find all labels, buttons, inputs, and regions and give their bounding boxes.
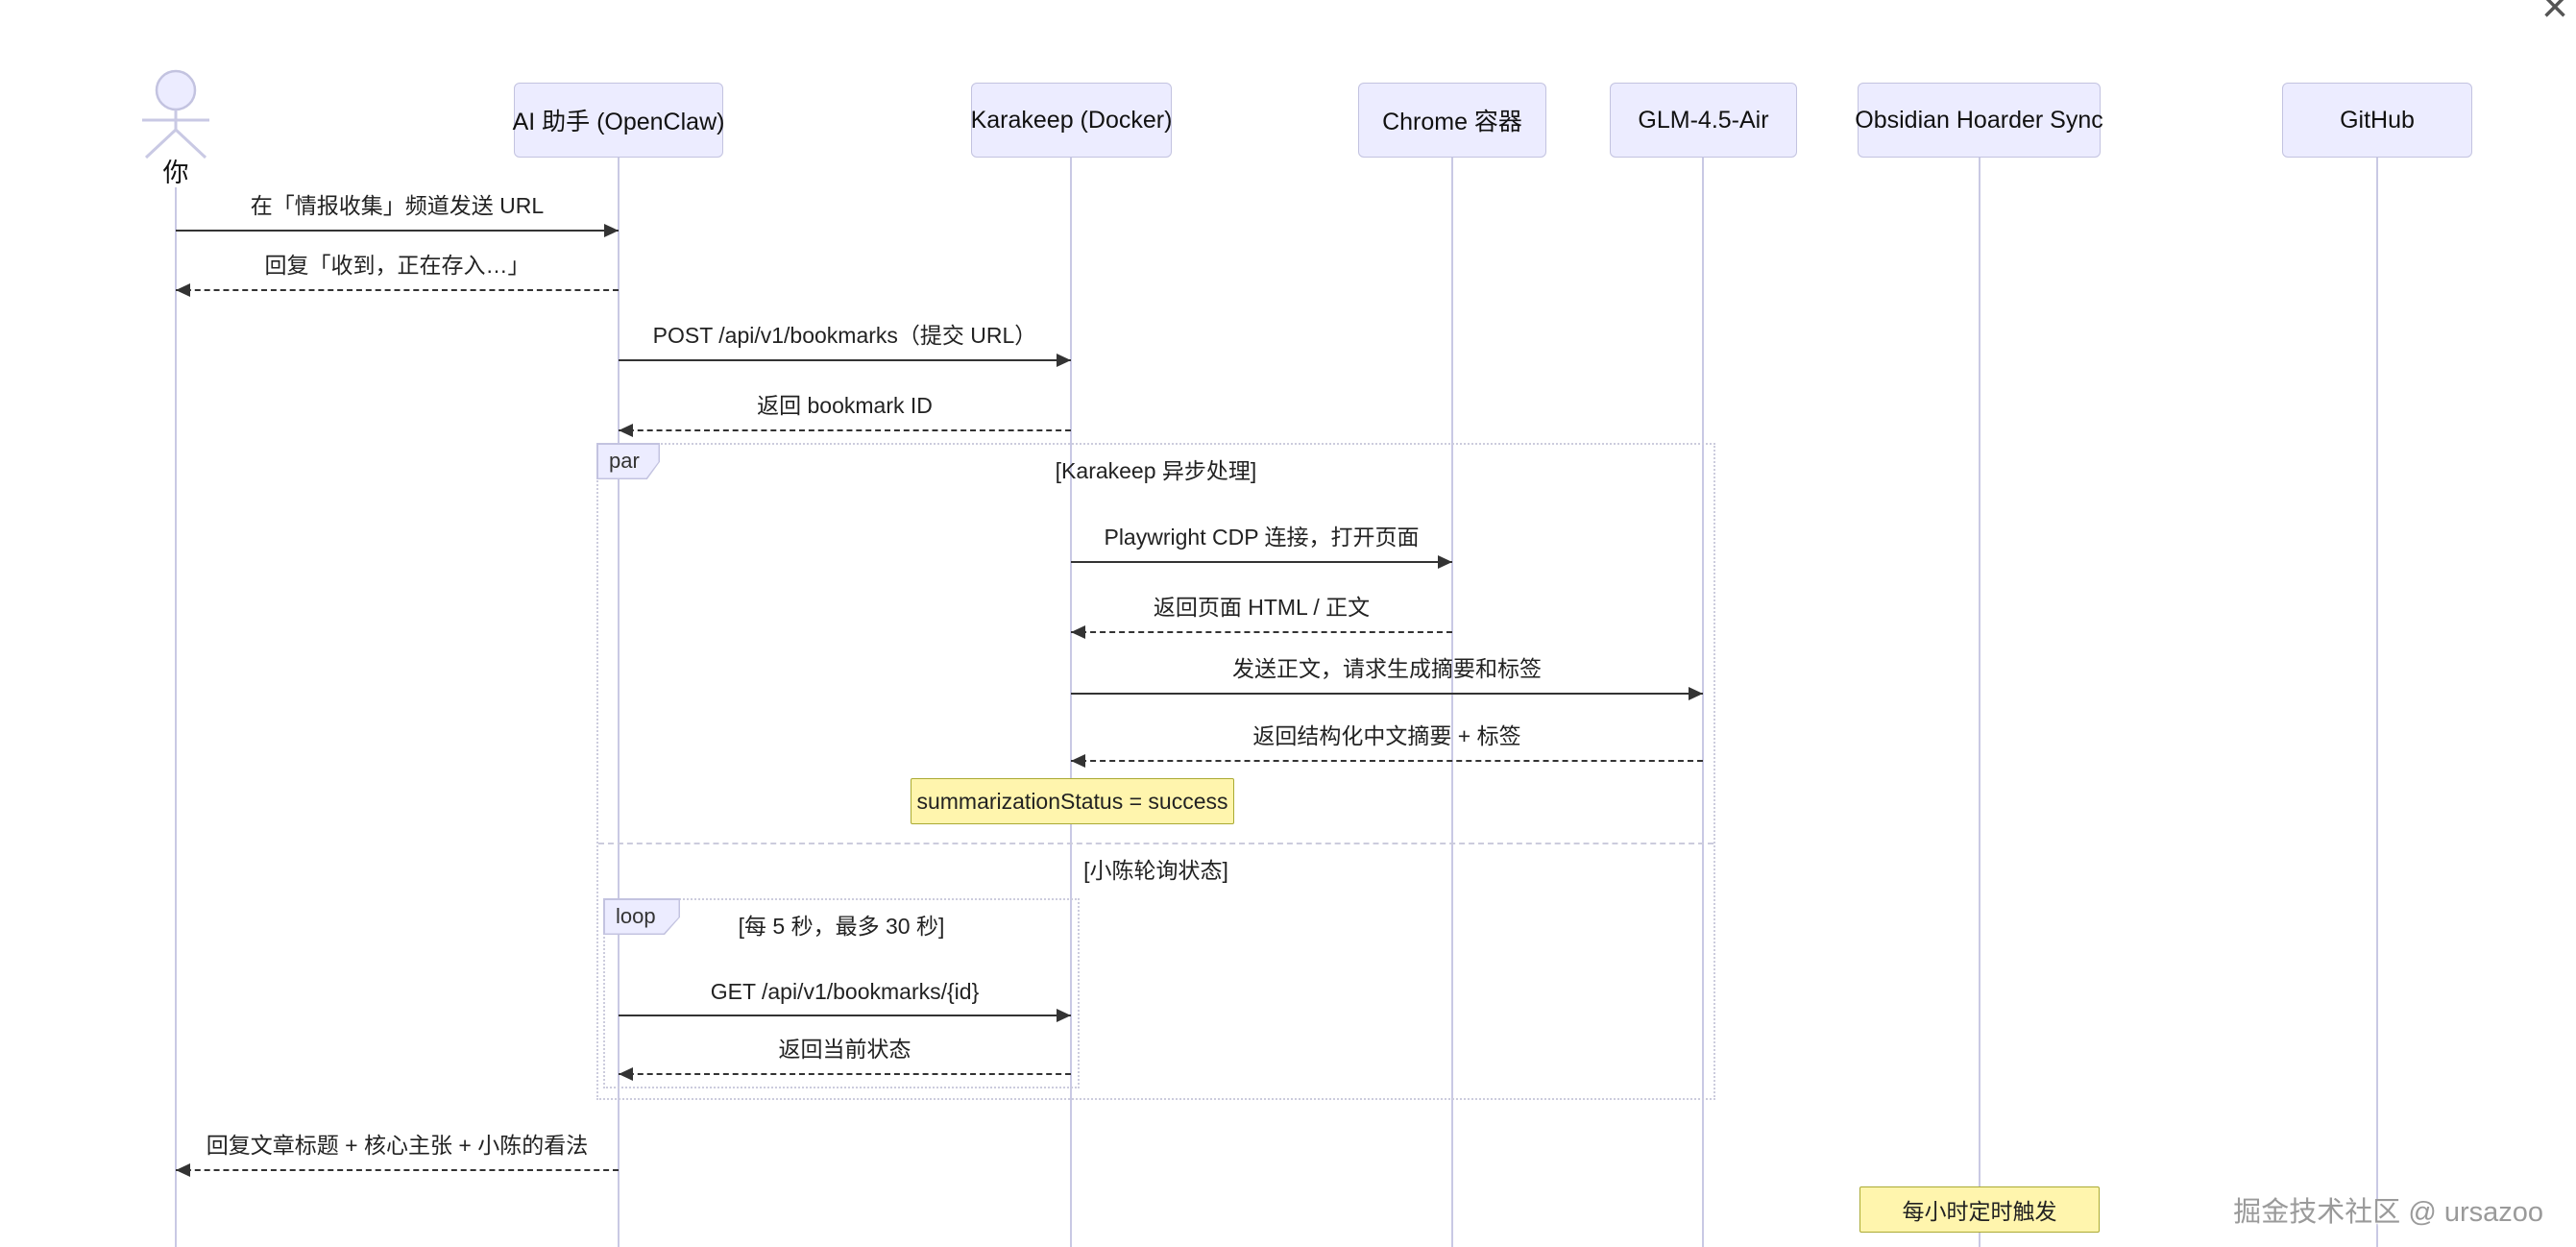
participant-github: GitHub: [2282, 83, 2472, 158]
close-icon[interactable]: ×: [2540, 0, 2568, 33]
arrowhead-right-icon: [1057, 1009, 1071, 1022]
message-post-bookmarks: POST /api/v1/bookmarks（提交 URL）: [619, 323, 1071, 367]
arrowhead-right-icon: [1438, 555, 1452, 569]
message-get-bookmark-status-label: GET /api/v1/bookmarks/{id}: [710, 979, 980, 1004]
message-send-body-for-summary: 发送正文，请求生成摘要和标签: [1071, 656, 1703, 700]
arrowhead-left-icon: [619, 424, 633, 437]
message-return-current-status-label: 返回当前状态: [778, 1037, 911, 1062]
message-reply-saving: 回复「收到，正在存入…」: [176, 253, 619, 297]
message-return-html-label: 返回页面 HTML / 正文: [1153, 595, 1371, 620]
message-send-url: 在「情报收集」频道发送 URL: [176, 193, 619, 237]
par-divider: [598, 843, 1713, 844]
message-reply-saving-label: 回复「收到，正在存入…」: [264, 253, 530, 278]
watermark: 掘金技术社区 @ ursazoo: [2233, 1197, 2543, 1228]
arrow-line: [1071, 693, 1703, 695]
message-reply-article-summary-label: 回复文章标题 + 核心主张 + 小陈的看法: [206, 1133, 589, 1158]
message-playwright-cdp: Playwright CDP 连接，打开页面: [1071, 525, 1452, 569]
message-post-bookmarks-label: POST /api/v1/bookmarks（提交 URL）: [652, 323, 1037, 348]
lifeline-github: [2376, 158, 2378, 1247]
loop-fragment-tab: loop: [603, 898, 680, 935]
arrow-line: [1071, 561, 1452, 563]
participant-glm: GLM-4.5-Air: [1610, 83, 1797, 158]
message-playwright-cdp-label: Playwright CDP 连接，打开页面: [1104, 525, 1420, 550]
participant-karakeep: Karakeep (Docker): [971, 83, 1172, 158]
lifeline-ai: [618, 158, 620, 1247]
message-return-bookmark-id-label: 返回 bookmark ID: [757, 393, 933, 418]
par-section-2-label: [小陈轮询状态]: [1083, 858, 1228, 883]
arrow-line: [619, 359, 1071, 361]
par-fragment-label: par: [609, 449, 640, 473]
message-send-url-label: 在「情报收集」频道发送 URL: [250, 193, 545, 218]
arrow-line: [176, 1169, 619, 1171]
actor-stick-figure-icon: [142, 69, 209, 159]
participant-chrome: Chrome 容器: [1358, 83, 1546, 158]
arrowhead-right-icon: [1057, 354, 1071, 367]
message-return-summary-tags: 返回结构化中文摘要 + 标签: [1071, 723, 1703, 768]
arrowhead-left-icon: [176, 283, 190, 297]
arrow-line: [619, 1015, 1071, 1016]
par-section-1-label: [Karakeep 异步处理]: [1055, 458, 1257, 483]
lifeline-glm: [1702, 158, 1704, 1247]
participant-you: 你: [162, 159, 189, 187]
lifeline-you: [175, 187, 177, 1247]
message-reply-article-summary: 回复文章标题 + 核心主张 + 小陈的看法: [176, 1133, 619, 1177]
arrow-line: [619, 429, 1071, 431]
lifeline-karakeep: [1070, 158, 1072, 1247]
par-fragment-tab: par: [596, 443, 660, 479]
arrowhead-right-icon: [1689, 687, 1703, 700]
arrowhead-left-icon: [1071, 754, 1085, 768]
arrowhead-right-icon: [604, 224, 619, 237]
lifeline-obsidian: [1979, 158, 1981, 1247]
arrowhead-left-icon: [1071, 625, 1085, 639]
arrowhead-left-icon: [619, 1067, 633, 1081]
arrow-line: [176, 289, 619, 291]
arrow-line: [1071, 760, 1703, 762]
lifeline-chrome: [1451, 158, 1453, 1247]
arrow-line: [176, 230, 619, 232]
message-get-bookmark-status: GET /api/v1/bookmarks/{id}: [619, 979, 1071, 1022]
participant-obsidian-hoarder-sync: Obsidian Hoarder Sync: [1855, 83, 2103, 158]
message-return-bookmark-id: 返回 bookmark ID: [619, 393, 1071, 437]
message-return-html: 返回页面 HTML / 正文: [1071, 595, 1452, 639]
message-send-body-for-summary-label: 发送正文，请求生成摘要和标签: [1232, 656, 1542, 681]
message-return-summary-tags-label: 返回结构化中文摘要 + 标签: [1252, 723, 1521, 748]
message-return-current-status: 返回当前状态: [619, 1037, 1071, 1081]
participant-ai-assistant: AI 助手 (OpenClaw): [513, 83, 724, 158]
arrowhead-left-icon: [176, 1163, 190, 1177]
loop-condition-label: [每 5 秒，最多 30 秒]: [738, 914, 945, 939]
note-summarization-status: summarizationStatus = success: [911, 778, 1234, 824]
loop-fragment: loop [每 5 秒，最多 30 秒]: [603, 898, 1080, 1088]
note-hourly-trigger: 每小时定时触发: [1859, 1186, 2100, 1233]
loop-fragment-label: loop: [616, 904, 656, 928]
arrow-line: [1071, 631, 1452, 633]
arrow-line: [619, 1073, 1071, 1075]
par-fragment: par [Karakeep 异步处理] [小陈轮询状态]: [596, 443, 1715, 1100]
